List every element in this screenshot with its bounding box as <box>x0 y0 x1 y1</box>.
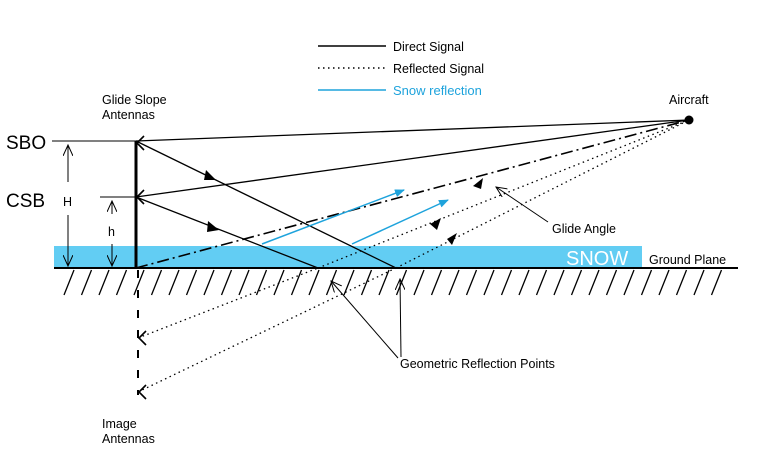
hatch-mark <box>63 269 75 296</box>
h-label: h <box>108 225 115 239</box>
snow-band <box>54 246 642 268</box>
aircraft-label: Aircraft <box>669 93 709 107</box>
reflected-path-csb-arrow <box>207 221 219 232</box>
hatch-mark <box>623 269 635 296</box>
reflected-signal-sbo <box>395 119 690 269</box>
ground-plane-label: Ground Plane <box>649 253 726 267</box>
glide-path-arrow <box>473 178 483 189</box>
hatch-mark <box>308 269 320 296</box>
hatch-mark <box>535 269 548 296</box>
hatch-mark <box>203 269 215 296</box>
hatch-mark <box>325 269 338 296</box>
hatch-mark <box>168 269 180 296</box>
hatch-mark <box>290 269 303 296</box>
reflected-path-csb-incident <box>135 196 319 269</box>
legend: Direct Signal Reflected Signal Snow refl… <box>318 40 484 98</box>
reflected-path-sbo-arrow <box>204 170 216 180</box>
hatch-mark <box>255 269 268 296</box>
hatch-mark <box>220 269 233 296</box>
hatch-mark <box>98 269 110 296</box>
hatch-mark <box>658 269 670 296</box>
reflected-signal-csb <box>317 119 690 269</box>
hatch-mark <box>640 269 653 296</box>
hatch-mark <box>448 269 460 296</box>
legend-snow-label: Snow reflection <box>393 83 482 98</box>
image-antennas-label-line2: Antennas <box>102 432 155 446</box>
hatch-mark <box>483 269 495 296</box>
reflected-signal-sbo-arrow <box>447 233 457 245</box>
hatch-mark <box>150 269 163 296</box>
legend-reflected-label: Reflected Signal <box>393 62 484 76</box>
hatch-mark <box>378 269 390 296</box>
direct-signal-csb <box>135 119 690 198</box>
glide-angle-pointer <box>496 187 549 223</box>
hatch-mark <box>500 269 513 296</box>
hatch-mark <box>588 269 600 296</box>
hatch-mark <box>675 269 688 296</box>
hatch-mark <box>553 269 565 296</box>
hatch-mark <box>115 269 128 296</box>
image-antennas-label-line1: Image <box>102 417 137 431</box>
image-ray-csb <box>137 267 319 339</box>
reflection-pointer-csb <box>331 281 399 359</box>
glide-path <box>135 119 690 269</box>
reflected-path-sbo-incident <box>135 140 397 269</box>
image-sbo-element <box>137 384 147 400</box>
glide-angle-label: Glide Angle <box>552 222 616 236</box>
hatch-mark <box>430 269 443 296</box>
legend-direct-label: Direct Signal <box>393 40 464 54</box>
hatch-mark <box>343 269 355 296</box>
glide-slope-label-line2: Antennas <box>102 108 155 122</box>
image-ray-sbo <box>137 267 397 393</box>
hatch-mark <box>413 269 425 296</box>
hatch-mark <box>133 269 145 296</box>
sbo-antenna-element <box>135 135 145 151</box>
reflected-signal-csb-arrow <box>430 218 441 230</box>
hatch-mark <box>395 269 408 296</box>
hatch-mark <box>518 269 530 296</box>
hatch-mark <box>710 269 723 296</box>
hatch-mark <box>238 269 250 296</box>
snow-label: SNOW <box>566 248 628 270</box>
reflection-pointer-sbo <box>400 279 401 358</box>
image-csb-element <box>137 330 147 346</box>
hatch-mark <box>693 269 705 296</box>
snow-reflection-ray-2 <box>351 199 449 245</box>
glide-slope-label-line1: Glide Slope <box>102 93 167 107</box>
ground-hatching <box>63 269 723 296</box>
hatch-mark <box>465 269 478 296</box>
hatch-mark <box>605 269 618 296</box>
reflection-points-label: Geometric Reflection Points <box>400 357 555 371</box>
sbo-label: SBO <box>6 133 46 154</box>
snow-reflection-ray-1 <box>261 189 405 245</box>
csb-label: CSB <box>6 191 45 212</box>
hatch-mark <box>185 269 198 296</box>
hatch-mark <box>273 269 285 296</box>
hatch-mark <box>360 269 373 296</box>
direct-signal-sbo <box>135 119 690 142</box>
hatch-mark <box>570 269 583 296</box>
H-label: H <box>63 195 72 209</box>
hatch-mark <box>80 269 93 296</box>
